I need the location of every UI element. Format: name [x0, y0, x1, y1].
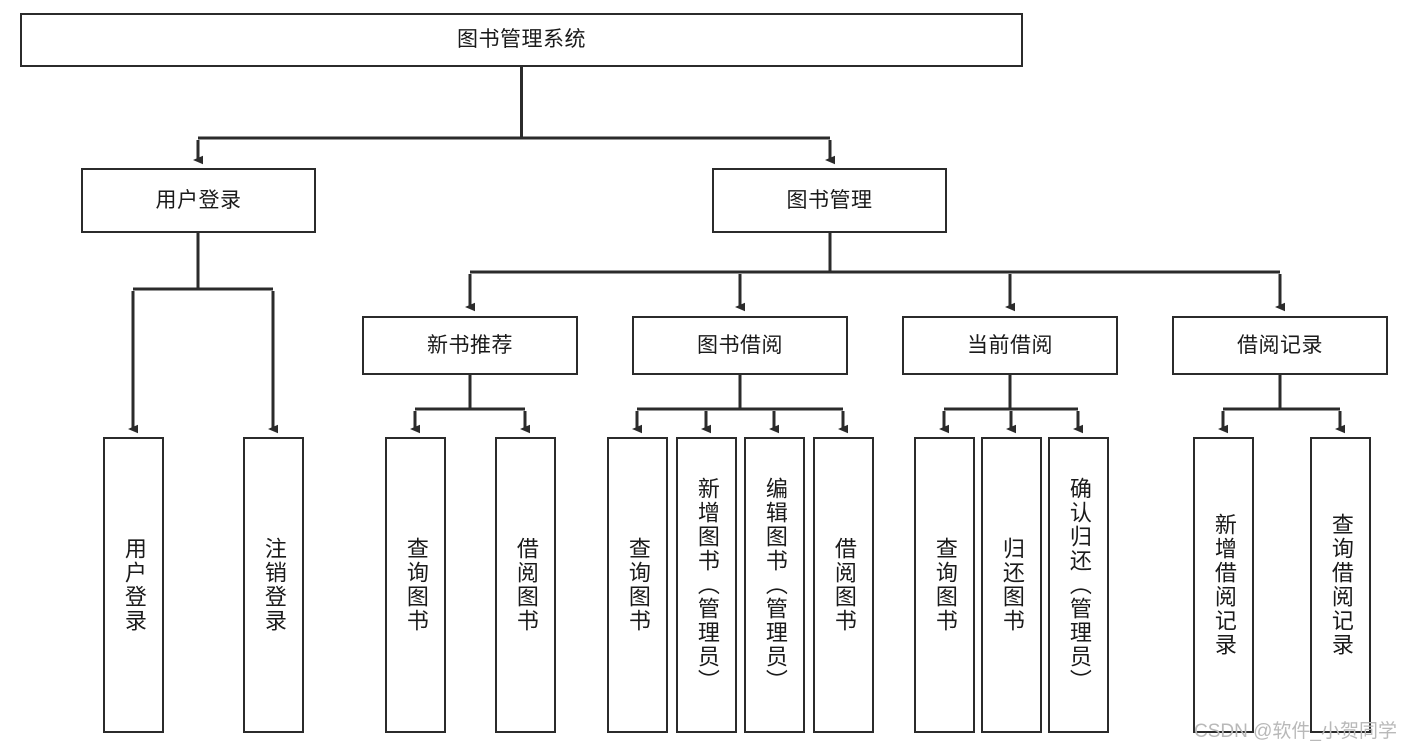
- watermark: CSDN @软件_小贺同学: [1194, 721, 1397, 742]
- node-label: 用户登录: [121, 537, 147, 633]
- leaf-borrow-record-add-record[interactable]: 新增借阅记录: [1193, 437, 1254, 733]
- node-label: 新书推荐: [427, 333, 513, 357]
- node-label: 归还图书: [999, 537, 1025, 633]
- node-label: 查询图书: [625, 537, 651, 633]
- node-label: 当前借阅: [967, 333, 1053, 357]
- node-new-book-recommend[interactable]: 新书推荐: [362, 316, 578, 375]
- node-label: 注销登录: [261, 537, 287, 633]
- leaf-book-borrow-edit-book-admin[interactable]: 编辑图书（管理员）: [744, 437, 805, 733]
- leaf-book-borrow-borrow-book[interactable]: 借阅图书: [813, 437, 874, 733]
- node-label: 确认归还（管理员）: [1066, 477, 1092, 693]
- node-label: 图书借阅: [697, 333, 783, 357]
- node-label: 新增借阅记录: [1211, 513, 1237, 657]
- node-label: 借阅记录: [1237, 333, 1323, 357]
- leaf-user-login-login[interactable]: 用户登录: [103, 437, 164, 733]
- node-user-login[interactable]: 用户登录: [81, 168, 316, 233]
- leaf-current-borrow-query-book[interactable]: 查询图书: [914, 437, 975, 733]
- node-label: 查询借阅记录: [1328, 513, 1354, 657]
- leaf-borrow-record-query-record[interactable]: 查询借阅记录: [1310, 437, 1371, 733]
- node-label: 图书管理: [786, 188, 873, 212]
- leaf-new-book-query-book[interactable]: 查询图书: [385, 437, 446, 733]
- node-book-borrow[interactable]: 图书借阅: [632, 316, 848, 375]
- node-label: 图书管理系统: [457, 28, 586, 52]
- node-label: 用户登录: [155, 188, 242, 212]
- node-current-borrow[interactable]: 当前借阅: [902, 316, 1118, 375]
- node-label: 借阅图书: [831, 537, 857, 633]
- leaf-current-borrow-confirm-return-admin[interactable]: 确认归还（管理员）: [1048, 437, 1109, 733]
- node-label: 新增图书（管理员）: [694, 477, 720, 693]
- leaf-book-borrow-add-book-admin[interactable]: 新增图书（管理员）: [676, 437, 737, 733]
- node-borrow-record[interactable]: 借阅记录: [1172, 316, 1388, 375]
- leaf-book-borrow-query-book[interactable]: 查询图书: [607, 437, 668, 733]
- node-book-management[interactable]: 图书管理: [712, 168, 947, 233]
- leaf-user-login-logout[interactable]: 注销登录: [243, 437, 304, 733]
- leaf-new-book-borrow-book[interactable]: 借阅图书: [495, 437, 556, 733]
- node-label: 查询图书: [403, 537, 429, 633]
- node-root-book-management-system[interactable]: 图书管理系统: [20, 13, 1023, 67]
- node-label: 查询图书: [932, 537, 958, 633]
- node-label: 编辑图书（管理员）: [762, 477, 788, 693]
- leaf-current-borrow-return-book[interactable]: 归还图书: [981, 437, 1042, 733]
- node-label: 借阅图书: [513, 537, 539, 633]
